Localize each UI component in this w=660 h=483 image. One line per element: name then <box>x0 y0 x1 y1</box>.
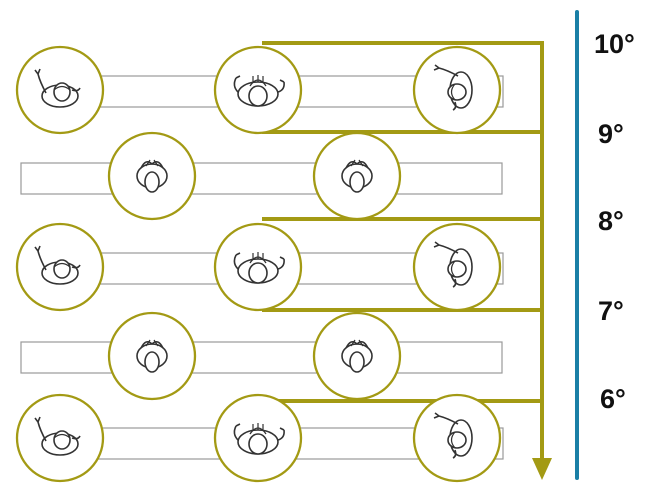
seat-r1-3 <box>412 45 502 135</box>
seat-r5-3 <box>412 393 502 483</box>
flow-path <box>262 41 544 458</box>
seats <box>15 45 502 483</box>
seat-r1-1 <box>15 45 105 135</box>
grade-label-8: 8° <box>598 206 624 236</box>
seat-r3-2 <box>213 222 303 312</box>
seat-r5-1 <box>15 393 105 483</box>
seat-r4-1 <box>107 311 197 401</box>
bench-row-4 <box>20 341 503 374</box>
arrow-down-icon <box>532 458 552 480</box>
seat-r2-2 <box>312 131 402 221</box>
grade-label-10: 10° <box>594 29 635 59</box>
seat-r3-1 <box>15 222 105 312</box>
seat-r2-1 <box>107 131 197 221</box>
grade-label-6: 6° <box>600 384 626 414</box>
flow-line-top <box>262 41 544 458</box>
seat-r5-2 <box>213 393 303 483</box>
grade-label-9: 9° <box>598 119 624 149</box>
seat-r3-3 <box>412 222 502 312</box>
grade-label-7: 7° <box>598 296 624 326</box>
bench-row-2 <box>20 162 503 195</box>
seat-r4-2 <box>312 311 402 401</box>
seat-r1-2 <box>213 45 303 135</box>
